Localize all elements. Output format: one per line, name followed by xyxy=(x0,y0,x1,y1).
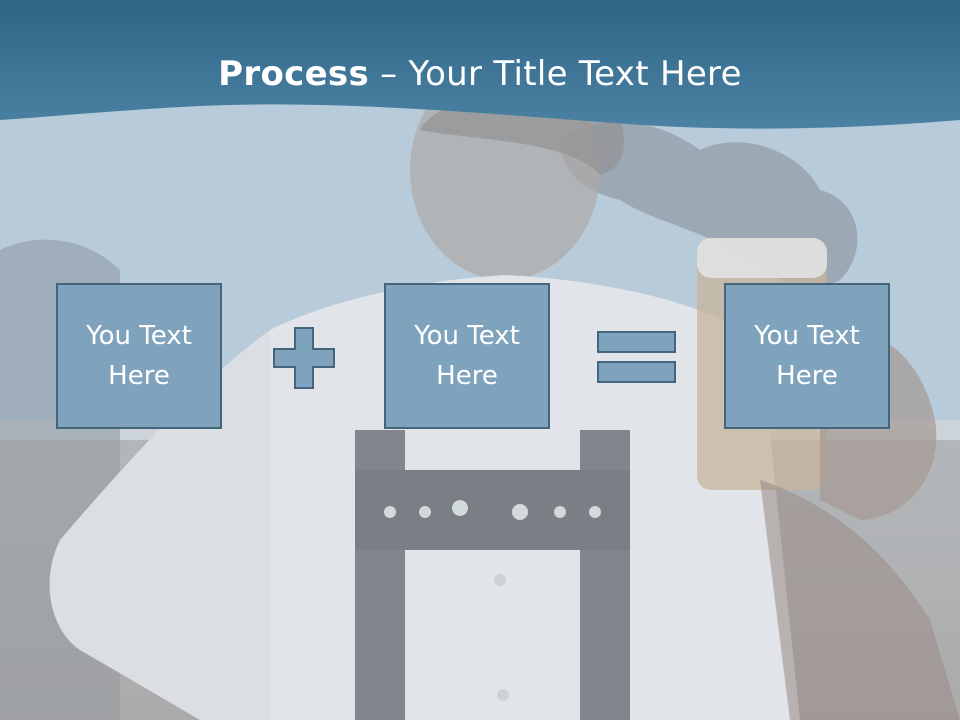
title-rest: Your Title Text Here xyxy=(408,54,742,94)
equals-icon xyxy=(597,331,676,383)
title-bold: Process xyxy=(218,54,370,94)
process-box-1[interactable]: You Text Here xyxy=(56,283,222,429)
process-box-2-text: You Text Here xyxy=(414,321,520,391)
process-box-2[interactable]: You Text Here xyxy=(384,283,550,429)
title-banner xyxy=(0,0,960,129)
title-dash: – xyxy=(369,54,409,94)
slide-title: Process – Your Title Text Here xyxy=(0,52,960,96)
process-box-3-text: You Text Here xyxy=(754,321,860,391)
process-box-3[interactable]: You Text Here xyxy=(724,283,890,429)
plus-icon xyxy=(273,327,335,389)
process-box-1-text: You Text Here xyxy=(86,321,192,391)
